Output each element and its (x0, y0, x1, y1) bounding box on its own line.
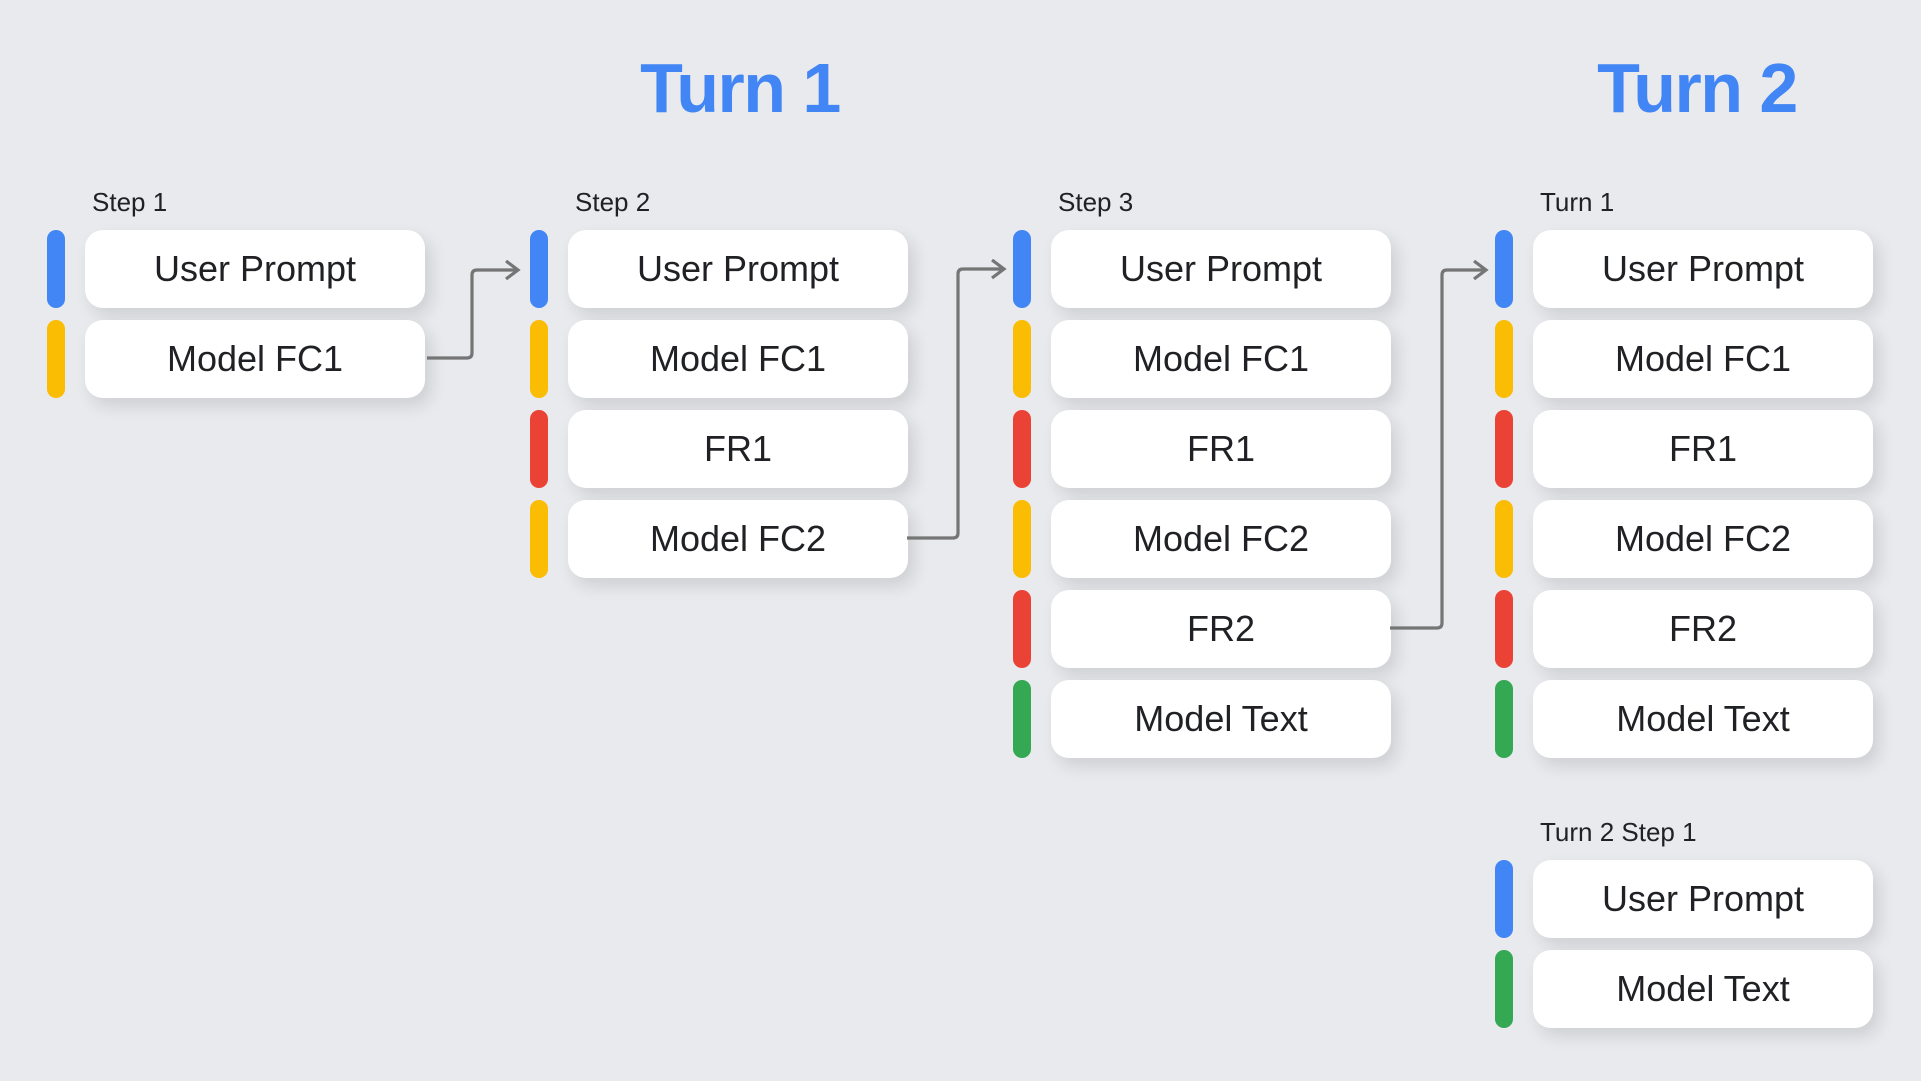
model-fc2-box: Model FC2 (1051, 500, 1391, 578)
user-prompt-box: User Prompt (1051, 230, 1391, 308)
model-text-box: Model Text (1533, 680, 1873, 758)
arrow-step1-to-step2 (427, 260, 522, 370)
message-row: Model FC2 (530, 500, 908, 578)
model-fc1-box: Model FC1 (85, 320, 425, 398)
turn1-history-label: Turn 1 (1540, 187, 1615, 217)
message-row: Model Text (1013, 680, 1391, 758)
model-fc-role-bar (1495, 320, 1513, 398)
user-prompt-box: User Prompt (1533, 860, 1873, 938)
turn2-step1-group: Turn 2 Step 1 User Prompt Model Text (1495, 818, 1873, 1040)
user-role-bar (1495, 230, 1513, 308)
turn2-title: Turn 2 (1597, 49, 1798, 127)
model-fc-role-bar (1013, 500, 1031, 578)
fr1-box: FR1 (568, 410, 908, 488)
function-response-role-bar (1495, 590, 1513, 668)
model-fc-role-bar (530, 500, 548, 578)
model-text-box: Model Text (1533, 950, 1873, 1028)
step1-column: Step 1 User Prompt Model FC1 (47, 188, 425, 410)
model-text-role-bar (1495, 950, 1513, 1028)
message-row: FR2 (1013, 590, 1391, 668)
model-fc1-box: Model FC1 (1051, 320, 1391, 398)
message-row: Model FC1 (47, 320, 425, 398)
arrow-step3-to-turn1-history (1390, 260, 1490, 635)
function-response-role-bar (530, 410, 548, 488)
step2-label: Step 2 (575, 187, 651, 217)
user-prompt-box: User Prompt (85, 230, 425, 308)
model-fc-role-bar (530, 320, 548, 398)
step3-column: Step 3 User Prompt Model FC1 FR1 Model F… (1013, 188, 1391, 770)
model-fc-role-bar (1013, 320, 1031, 398)
user-prompt-box: User Prompt (568, 230, 908, 308)
function-response-role-bar (1495, 410, 1513, 488)
turn2-step1-label: Turn 2 Step 1 (1540, 817, 1697, 847)
message-row: User Prompt (1495, 230, 1873, 308)
message-row: FR1 (1013, 410, 1391, 488)
model-fc2-box: Model FC2 (568, 500, 908, 578)
message-row: User Prompt (1013, 230, 1391, 308)
model-fc1-box: Model FC1 (568, 320, 908, 398)
step3-label: Step 3 (1058, 187, 1134, 217)
model-fc-role-bar (47, 320, 65, 398)
model-text-role-bar (1013, 680, 1031, 758)
message-row: FR2 (1495, 590, 1873, 668)
message-row: User Prompt (47, 230, 425, 308)
turn1-history-column: Turn 1 User Prompt Model FC1 FR1 Model F… (1495, 188, 1873, 770)
arrow-step2-to-step3 (907, 259, 1007, 549)
message-row: Model Text (1495, 680, 1873, 758)
function-response-role-bar (1013, 590, 1031, 668)
user-role-bar (47, 230, 65, 308)
model-fc-role-bar (1495, 500, 1513, 578)
function-response-role-bar (1013, 410, 1031, 488)
step2-column: Step 2 User Prompt Model FC1 FR1 Model F… (530, 188, 908, 590)
turn1-title: Turn 1 (640, 49, 841, 127)
model-text-role-bar (1495, 680, 1513, 758)
message-row: Model Text (1495, 950, 1873, 1028)
user-role-bar (530, 230, 548, 308)
message-row: FR1 (1495, 410, 1873, 488)
message-row: User Prompt (530, 230, 908, 308)
model-fc1-box: Model FC1 (1533, 320, 1873, 398)
message-row: Model FC1 (1013, 320, 1391, 398)
message-row: Model FC2 (1495, 500, 1873, 578)
fr2-box: FR2 (1051, 590, 1391, 668)
fr2-box: FR2 (1533, 590, 1873, 668)
message-row: FR1 (530, 410, 908, 488)
model-text-box: Model Text (1051, 680, 1391, 758)
message-row: Model FC1 (530, 320, 908, 398)
fr1-box: FR1 (1533, 410, 1873, 488)
step1-label: Step 1 (92, 187, 168, 217)
model-fc2-box: Model FC2 (1533, 500, 1873, 578)
message-row: User Prompt (1495, 860, 1873, 938)
user-role-bar (1013, 230, 1031, 308)
user-role-bar (1495, 860, 1513, 938)
user-prompt-box: User Prompt (1533, 230, 1873, 308)
fr1-box: FR1 (1051, 410, 1391, 488)
message-row: Model FC1 (1495, 320, 1873, 398)
message-row: Model FC2 (1013, 500, 1391, 578)
